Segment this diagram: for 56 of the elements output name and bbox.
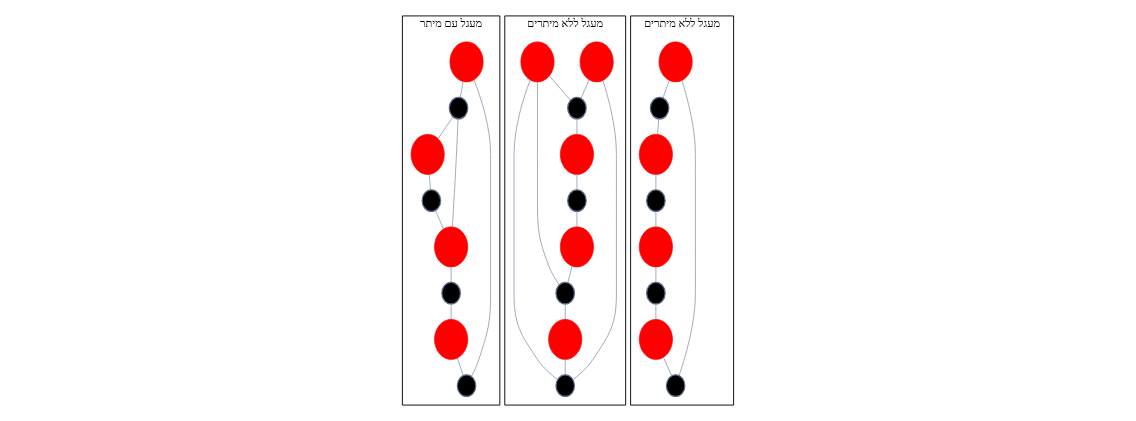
node-circle	[665, 374, 686, 398]
connector	[564, 359, 566, 376]
node-circle	[638, 319, 673, 360]
connector	[450, 266, 452, 283]
connector	[452, 118, 459, 228]
node-circle	[567, 189, 587, 213]
connector	[564, 303, 566, 320]
connector	[655, 266, 657, 283]
cluster: מעגל ללא מיתרים	[504, 15, 627, 406]
connector	[471, 79, 491, 377]
connector	[678, 80, 696, 376]
node-circle	[555, 374, 576, 398]
node-circle	[646, 189, 666, 213]
node-circle	[421, 189, 442, 213]
node-circle	[410, 134, 445, 175]
connector	[662, 80, 670, 99]
node-circle	[638, 134, 673, 175]
node-circle	[441, 281, 461, 305]
cluster: מעגל ללא מיתרים	[630, 15, 735, 406]
connector	[576, 211, 578, 228]
connector	[513, 79, 558, 380]
node-circle	[448, 96, 469, 120]
node-circle	[638, 226, 673, 268]
node-circle	[548, 319, 583, 360]
connector	[580, 79, 590, 99]
connector	[572, 80, 617, 380]
connector	[459, 81, 464, 98]
node-circle	[434, 319, 469, 360]
connector	[437, 116, 454, 139]
connector	[655, 174, 657, 191]
node-circle	[456, 374, 477, 398]
node-circle	[555, 281, 576, 305]
connector	[428, 174, 431, 191]
node-circle	[449, 41, 484, 83]
cluster: מעגל עם מיתר	[401, 15, 501, 406]
node-circle	[649, 96, 670, 120]
node-circle	[560, 226, 594, 268]
connector	[548, 75, 571, 101]
connector	[655, 211, 657, 228]
connector	[435, 210, 444, 230]
node-circle	[520, 41, 555, 83]
connector	[456, 357, 464, 376]
node-circle	[567, 96, 587, 120]
connector	[576, 118, 578, 135]
node-circle	[579, 41, 614, 83]
connector	[657, 118, 660, 135]
node-circle	[658, 41, 693, 83]
connector	[663, 356, 672, 377]
connector	[576, 174, 578, 191]
node-circle	[560, 134, 594, 175]
connector	[567, 265, 573, 284]
connector	[450, 303, 452, 320]
node-circle	[646, 281, 666, 305]
node-circle	[434, 226, 469, 268]
connector	[537, 81, 560, 285]
connector	[655, 303, 657, 320]
